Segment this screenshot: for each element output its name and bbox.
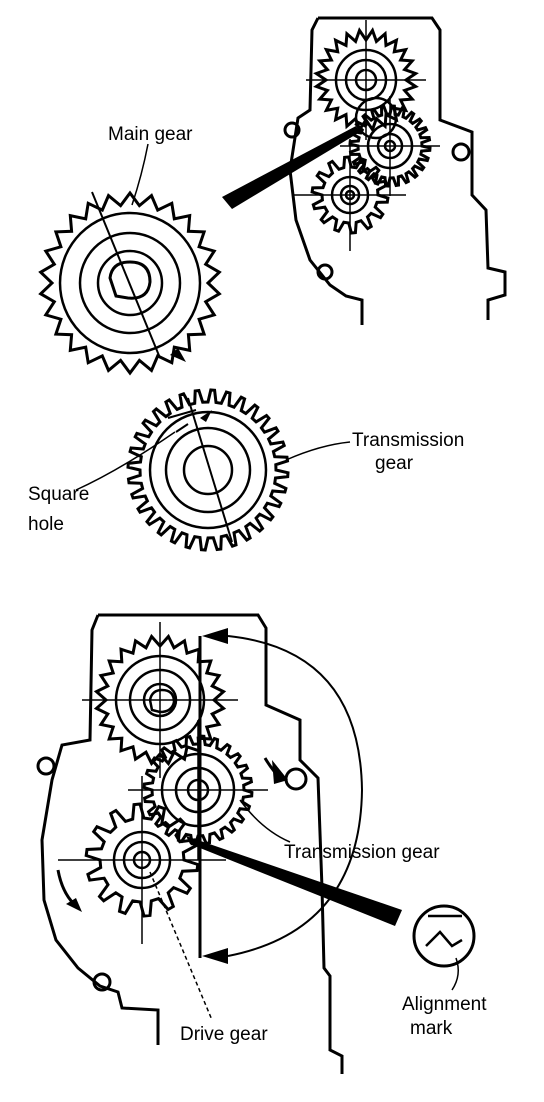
square-hole-marks xyxy=(167,409,197,433)
mount-hole-bottom xyxy=(316,263,334,281)
main-gear-alignment-line xyxy=(91,191,161,359)
lower-transmission-gear xyxy=(128,720,268,860)
drive-gear-label: Drive gear xyxy=(180,1024,268,1045)
main-gear-ring-2 xyxy=(96,249,164,317)
rotation-arrow-drive-stem xyxy=(56,869,76,906)
alignment-mark-symbol xyxy=(425,930,463,948)
transmission-gear-bottom-leader xyxy=(239,799,291,843)
lower-mount-hole-right xyxy=(284,767,308,791)
transmission-gear-ring-0 xyxy=(148,410,268,530)
mount-hole-left xyxy=(283,121,301,139)
lower-mount-hole-bottom xyxy=(92,972,112,992)
main-gear-detail xyxy=(38,190,222,376)
main-gear-d-hole xyxy=(108,260,152,300)
transmission-gear-ring-2 xyxy=(182,444,234,496)
pointer-wedge-top xyxy=(222,126,360,209)
transmission-gear-ring-1 xyxy=(164,426,252,514)
lower-main-gear-d-hole xyxy=(148,688,176,714)
main-gear-teeth xyxy=(38,190,222,376)
lower-gear-train xyxy=(58,622,268,944)
transmission-gear-alignment-line xyxy=(187,397,233,543)
lower-main-gear xyxy=(82,622,238,778)
rotation-arrow-middle-stem xyxy=(263,757,284,782)
upper-gear-train xyxy=(294,20,440,251)
lower-housing xyxy=(36,613,344,1074)
arc-arrow-bottom xyxy=(202,948,228,964)
transmission-gear-detail xyxy=(126,388,290,552)
transmission-gear-mark-arrow xyxy=(200,410,212,422)
square-hole-label-line2: hole xyxy=(28,514,64,535)
main-gear-ring-0 xyxy=(58,211,202,355)
alignment-mark-label-line2: mark xyxy=(410,1018,453,1039)
upper-drive-gear xyxy=(294,139,406,251)
alignment-mark-label-line1: Alignment xyxy=(402,994,487,1015)
mount-hole-right xyxy=(451,142,471,162)
rotation-arrow-drive xyxy=(66,898,82,912)
main-gear-label: Main gear xyxy=(108,124,193,145)
drive-gear-leader xyxy=(149,871,213,1021)
main-gear-leader xyxy=(131,143,149,206)
transmission-gear-leader xyxy=(285,441,351,461)
upper-transmission-gear xyxy=(340,96,440,196)
square-hole-leader xyxy=(75,431,176,491)
transmission-gear-label-line2: gear xyxy=(375,453,414,474)
rotation-arc xyxy=(227,635,364,957)
transmission-gear-teeth xyxy=(126,388,290,552)
upper-mesh-highlight xyxy=(354,96,398,140)
alignment-mark-leader xyxy=(451,957,459,991)
transmission-gear-bottom-label: Transmission gear xyxy=(284,842,440,863)
alignment-mark-bubble xyxy=(412,904,476,968)
rotation-arrow-middle xyxy=(272,760,288,784)
upper-housing xyxy=(283,16,507,325)
transmission-gear-label-line1: Transmission xyxy=(352,430,464,451)
lower-drive-gear xyxy=(58,776,226,944)
transmission-gear xyxy=(126,388,290,552)
lower-mount-hole-left xyxy=(36,756,56,776)
pointer-wedge-bottom xyxy=(186,836,402,926)
main-gear-mark-arrow xyxy=(170,348,186,362)
main-gear xyxy=(38,190,222,376)
square-hole-label-line1: Square xyxy=(28,484,89,505)
main-gear-ring-1 xyxy=(78,231,182,335)
arc-arrow-top xyxy=(202,628,228,644)
